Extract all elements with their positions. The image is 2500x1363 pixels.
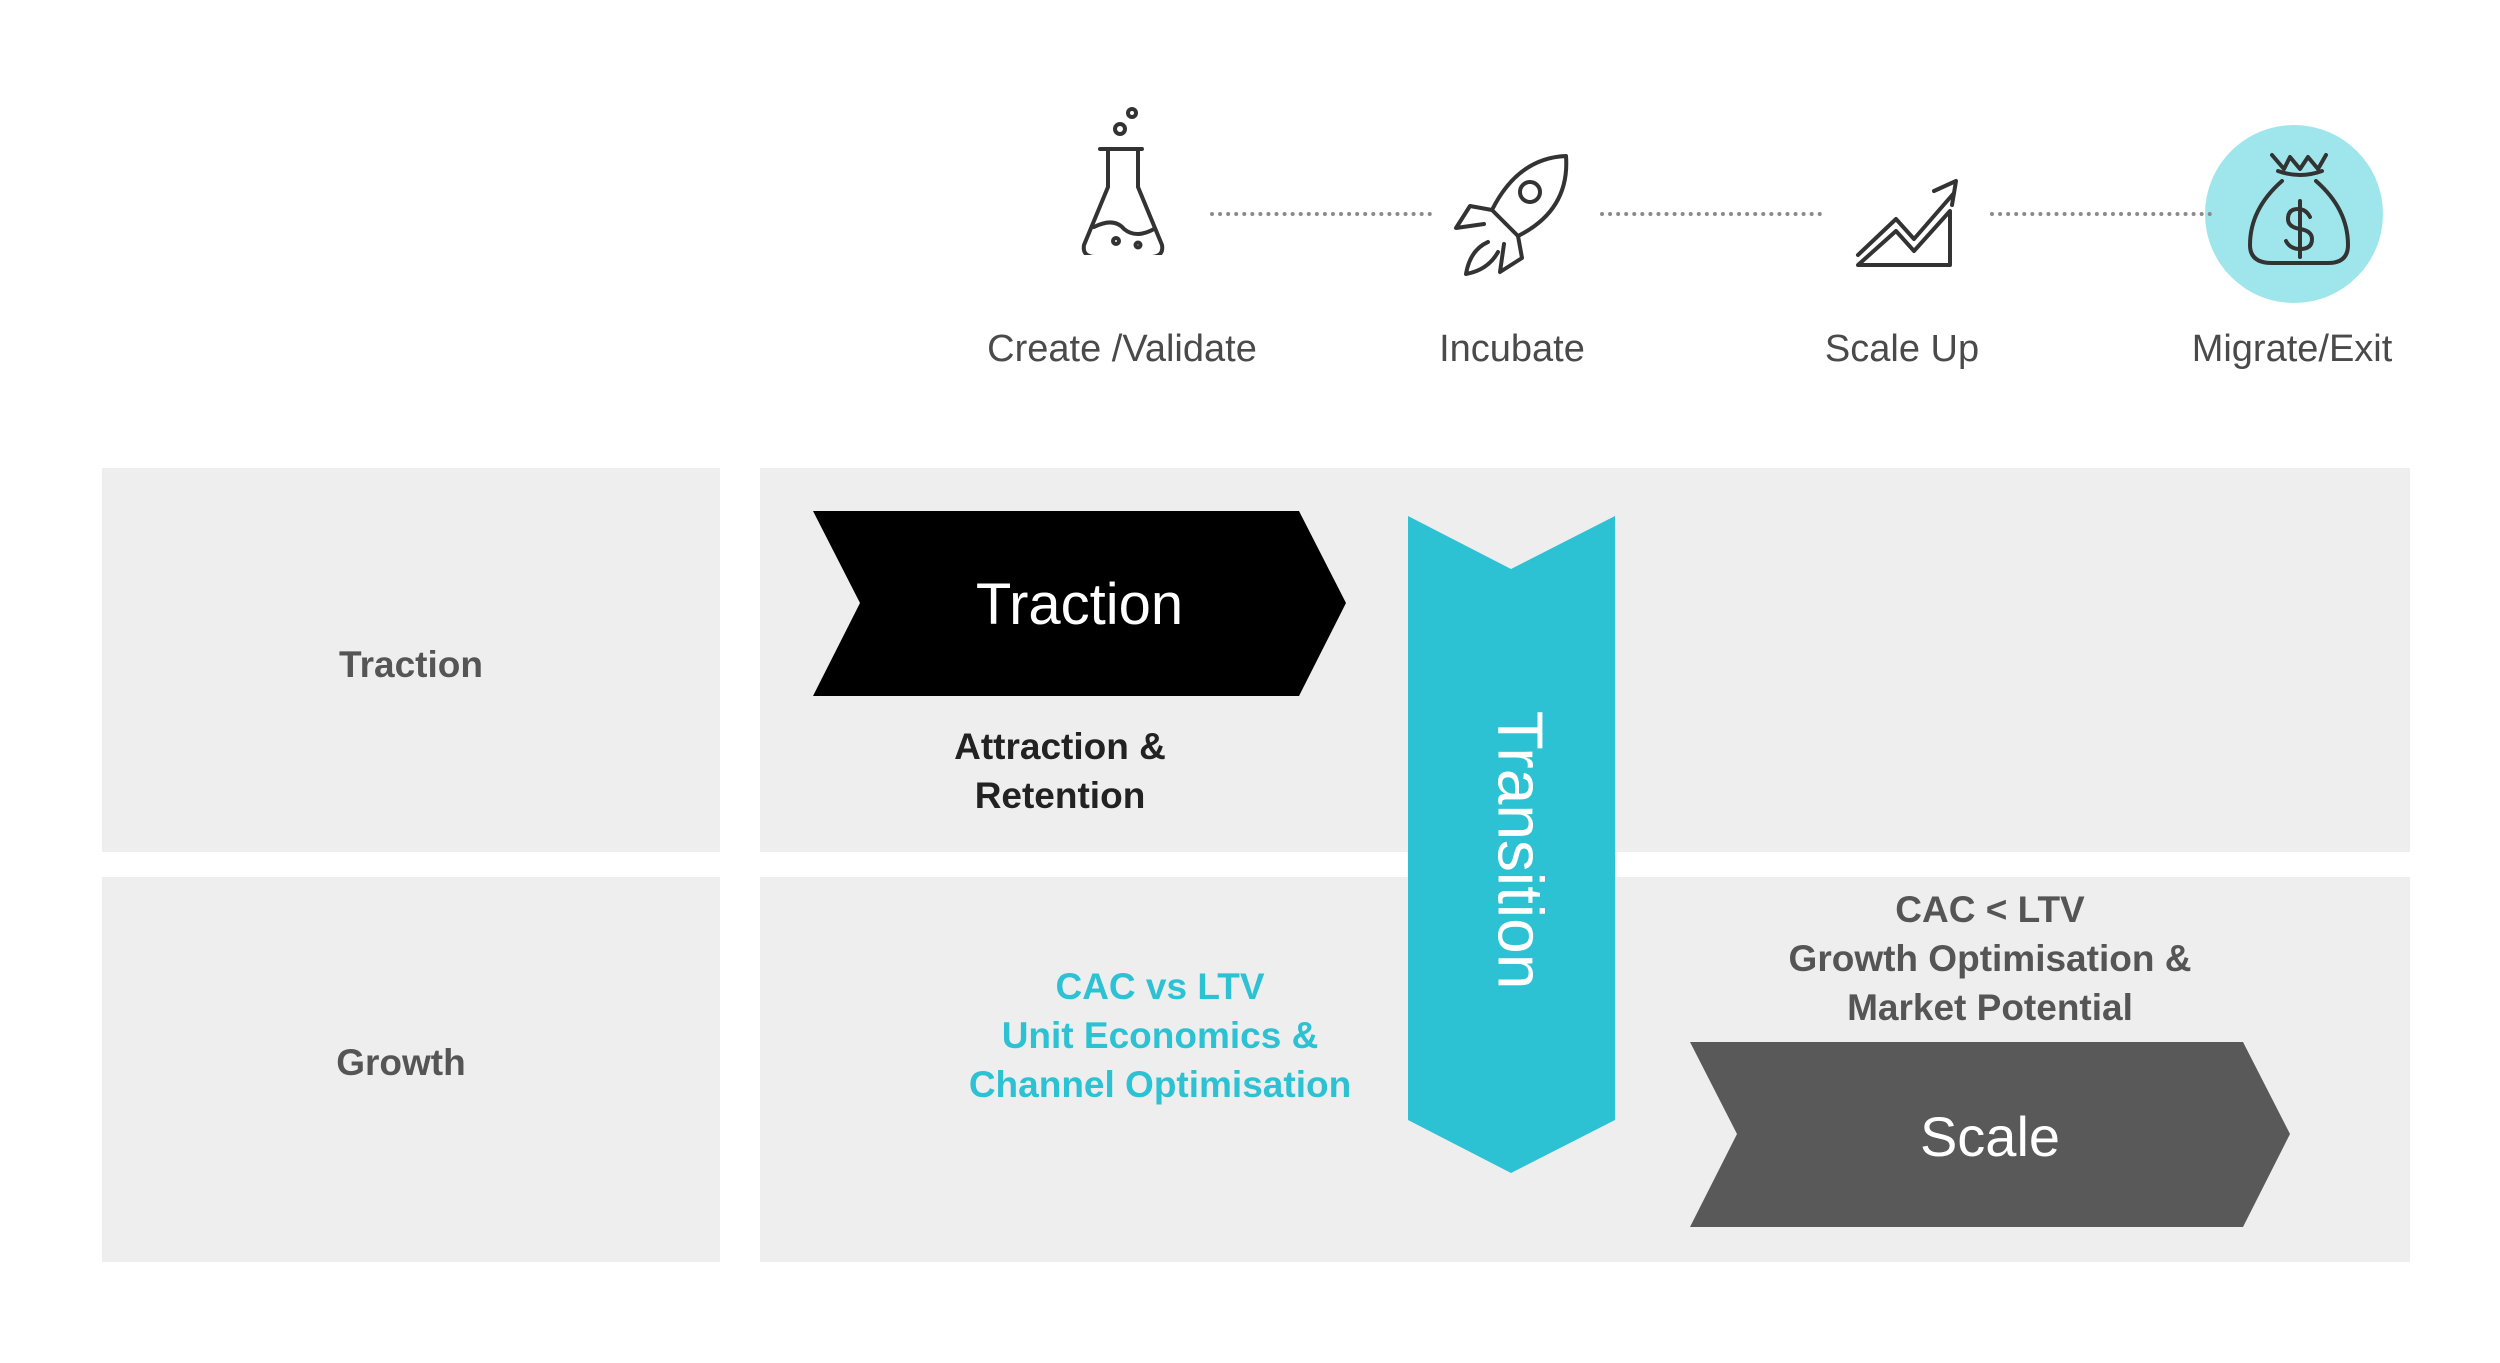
scale-description-line-2: Growth Optimisation &: [1788, 938, 2192, 979]
growth-metrics-line-3: Channel Optimisation: [968, 1064, 1352, 1105]
stage-label-create-validate: Create /Validate: [987, 328, 1257, 370]
traction-description-line-1: Attraction &: [954, 726, 1166, 767]
stage-label-scale-up: Scale Up: [1824, 328, 1980, 370]
scale-description-line-3: Market Potential: [1847, 987, 2133, 1028]
rocket-icon: [1448, 150, 1578, 300]
traction-row-label-panel: [102, 468, 720, 852]
transition-title: Transition: [1420, 700, 1620, 1000]
traction-description-line-2: Retention: [974, 775, 1146, 816]
scale-chevron-title: Scale: [1919, 1105, 2061, 1168]
flask-icon: [1058, 105, 1188, 259]
traction-chevron-title: Traction: [975, 572, 1184, 637]
timeline-dots-3: [1990, 212, 2212, 216]
growth-metrics-text: CAC vs LTV Unit Economics & Channel Opti…: [900, 962, 1420, 1109]
scale-description-line-1: CAC < LTV: [1895, 889, 2085, 930]
row-label-growth: Growth: [336, 1042, 466, 1083]
growth-row-label-panel: [102, 877, 720, 1262]
scale-description: CAC < LTV Growth Optimisation & Market P…: [1690, 885, 2290, 1032]
growth-chart-icon: [1850, 155, 1980, 305]
timeline-dots-1: [1210, 212, 1432, 216]
timeline-dots-2: [1600, 212, 1822, 216]
transition-title-text: Transition: [1484, 710, 1556, 990]
scale-chevron: Scale: [1690, 1042, 2290, 1227]
traction-description: Attraction & Retention: [860, 722, 1260, 820]
transition-chevron: [1408, 516, 1615, 1173]
money-bag-icon: [2230, 145, 2360, 295]
row-label-traction: Traction: [339, 644, 483, 685]
growth-metrics-line-1: CAC vs LTV: [1055, 966, 1265, 1007]
stage-label-incubate: Incubate: [1439, 328, 1585, 370]
stage-label-migrate-exit: Migrate/Exit: [2191, 328, 2393, 370]
growth-metrics-line-2: Unit Economics &: [1001, 1015, 1319, 1056]
stage-highlight-circle: [2205, 125, 2383, 303]
traction-chevron: Traction: [813, 511, 1346, 696]
